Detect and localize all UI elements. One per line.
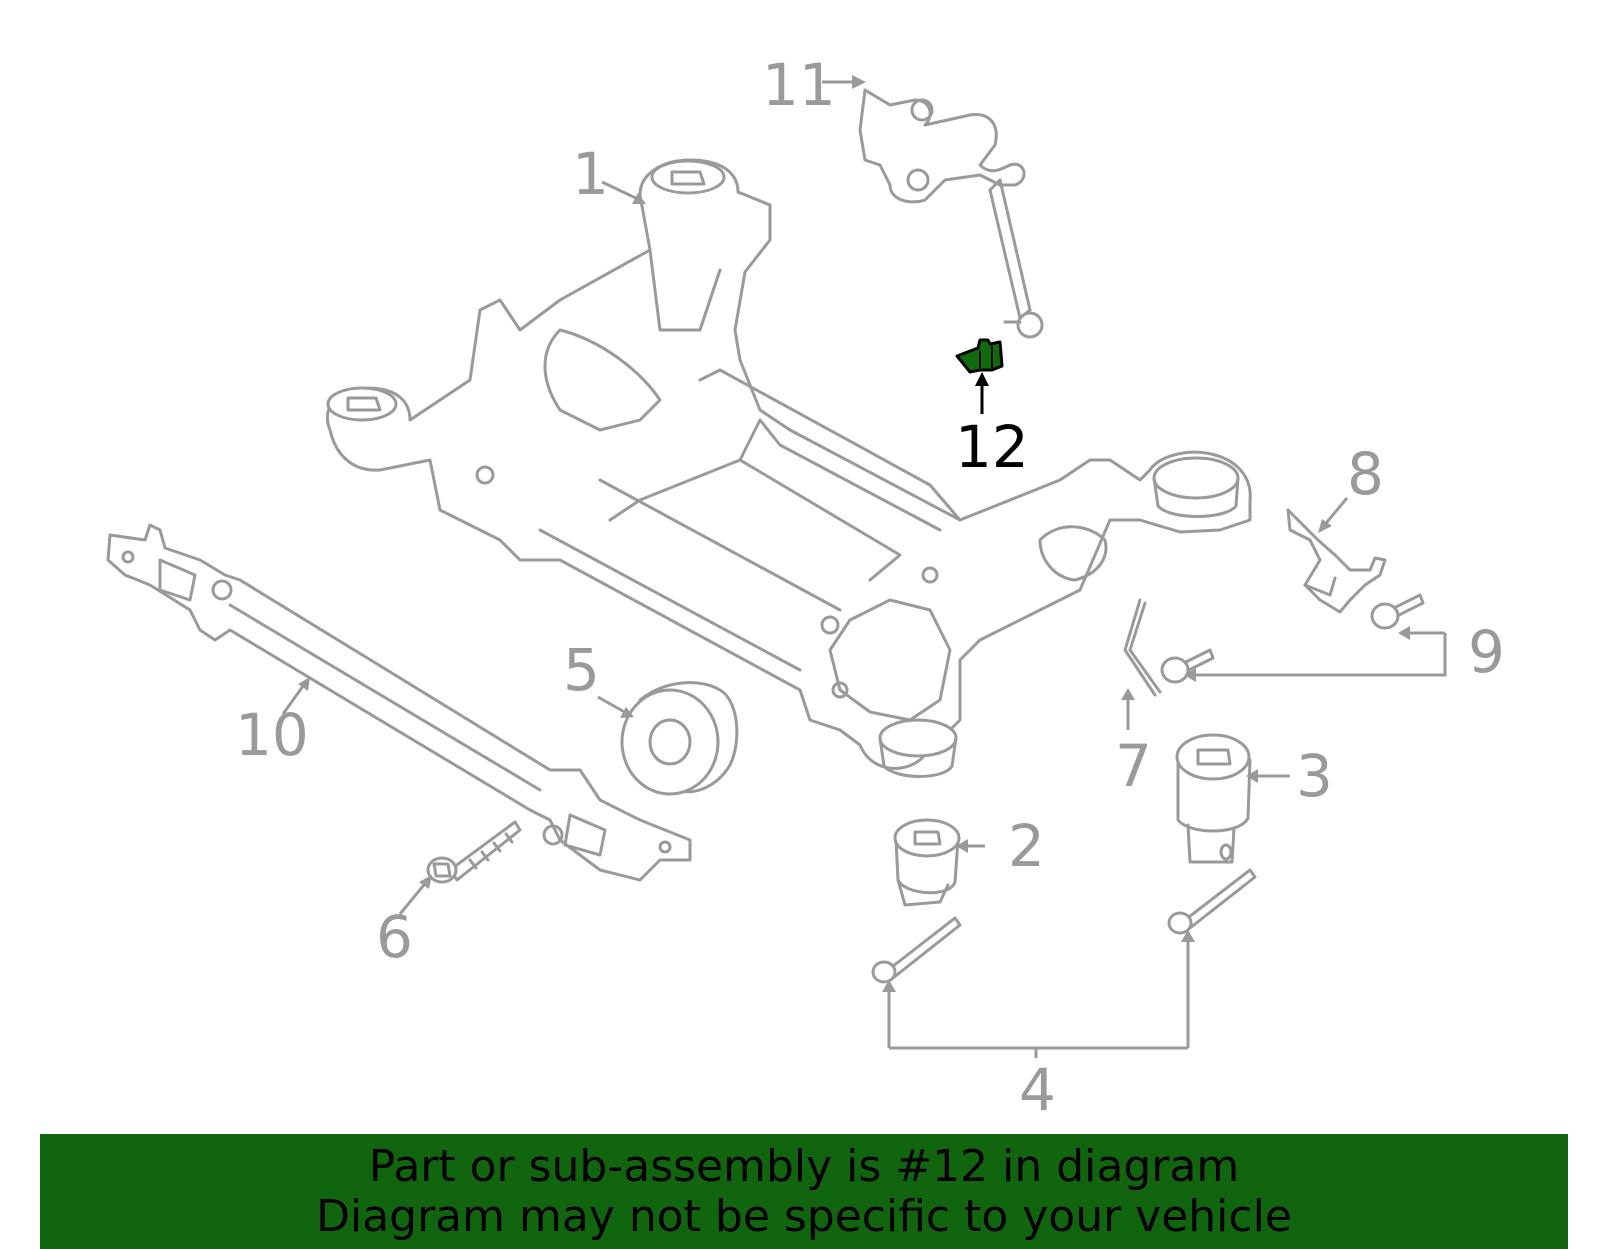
callout-8: 8	[1347, 440, 1384, 508]
bolt-part-6[interactable]	[426, 820, 522, 884]
insulator-part-5[interactable]	[620, 681, 739, 796]
bolts-part-4[interactable]	[871, 868, 1257, 984]
callout-11: 11	[762, 51, 836, 119]
bracket-part-12-highlight[interactable]	[955, 338, 1004, 374]
callout-12-highlighted: 12	[955, 413, 1029, 481]
leader-lines	[281, 75, 1447, 1058]
strut-brace-part-10[interactable]	[106, 523, 692, 882]
callout-6: 6	[376, 903, 413, 971]
callout-3: 3	[1296, 742, 1333, 810]
callout-7: 7	[1115, 732, 1152, 800]
bushing-part-3[interactable]	[1175, 733, 1252, 864]
callout-9: 9	[1468, 618, 1505, 686]
callout-2: 2	[1008, 812, 1045, 880]
callout-4: 4	[1019, 1056, 1056, 1124]
level-sensor-part-11[interactable]	[858, 88, 1044, 339]
pin-part-7[interactable]	[1123, 598, 1162, 697]
callout-1: 1	[572, 140, 609, 208]
subframe-part-1[interactable]	[325, 158, 1252, 778]
info-banner: Part or sub-assembly is #12 in diagram D…	[40, 1134, 1568, 1249]
banner-line-disclaimer: Diagram may not be specific to your vehi…	[316, 1190, 1292, 1242]
bracket-part-8[interactable]	[1286, 508, 1387, 614]
bushing-part-2[interactable]	[893, 818, 961, 907]
bolts-part-9[interactable]	[1160, 593, 1425, 684]
callout-5: 5	[563, 636, 600, 704]
banner-line-part-number: Part or sub-assembly is #12 in diagram	[368, 1140, 1240, 1192]
callout-10: 10	[235, 701, 309, 769]
callout-labels: 1 11 2 3 5 6 7 8 9 10 4 12	[235, 51, 1505, 1124]
